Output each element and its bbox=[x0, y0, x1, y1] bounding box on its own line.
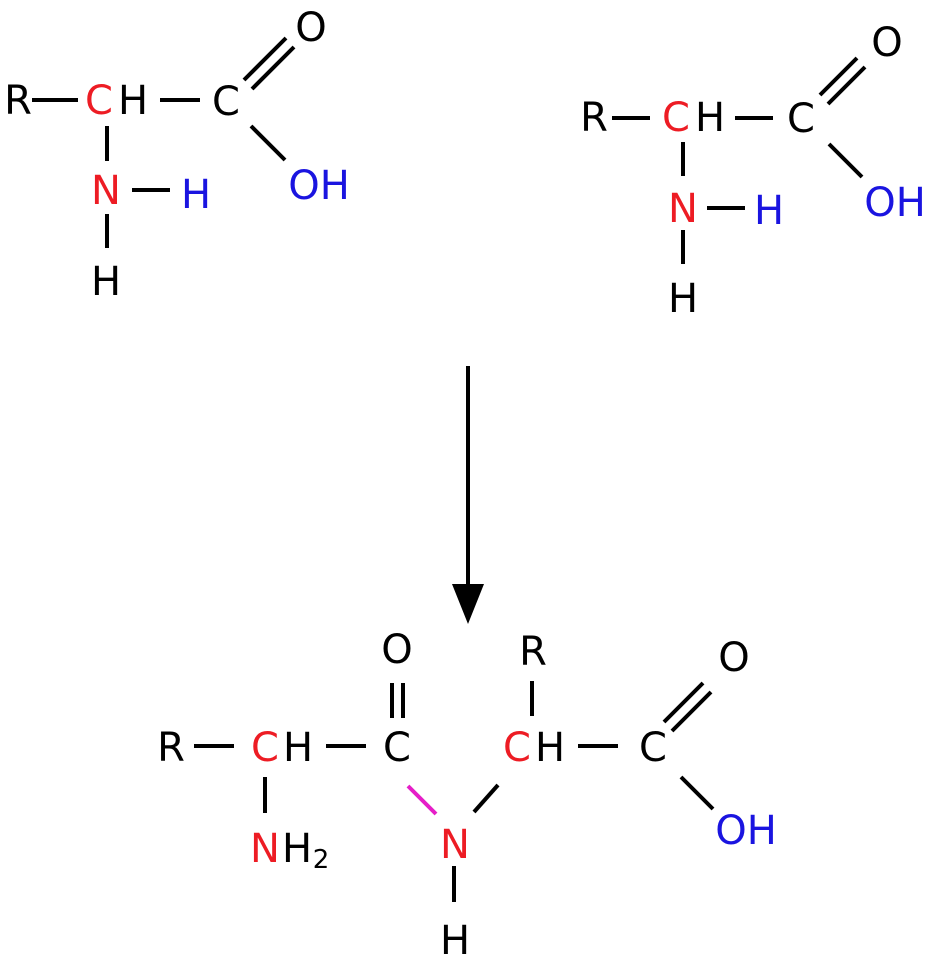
product-dipeptide: R C H N H 2 C O N H R C H C O OH bbox=[157, 627, 777, 964]
alpha-carbon-right-label: C bbox=[503, 725, 531, 771]
amino-nitrogen-label: N bbox=[250, 826, 280, 872]
alpha-carbon-label: C bbox=[85, 78, 113, 124]
amine-hydrogen-label: H bbox=[91, 259, 121, 305]
alpha-hydrogen-label: H bbox=[695, 95, 725, 141]
arrow-head bbox=[452, 584, 484, 624]
r-group-left-label: R bbox=[157, 725, 185, 771]
bond-co-double-2 bbox=[826, 65, 867, 106]
carbonyl-carbon-label: C bbox=[212, 79, 240, 125]
alpha-carbon-label: C bbox=[662, 95, 690, 141]
bond-ncpeptide-n bbox=[472, 783, 500, 814]
reactant-amino-acid-2: R C H C O OH N H H bbox=[580, 20, 926, 322]
r-group-label: R bbox=[580, 95, 608, 141]
hydroxyl-label: OH bbox=[715, 808, 777, 854]
alpha-hydrogen-right-label: H bbox=[535, 725, 565, 771]
r-group-label: R bbox=[4, 78, 32, 124]
carbonyl-oxygen-right-label: O bbox=[718, 635, 749, 681]
bond-co-double-right-2 bbox=[670, 690, 713, 733]
amine-nitrogen-label: N bbox=[668, 186, 698, 232]
hydroxyl-label: OH bbox=[288, 163, 350, 209]
carbonyl-carbon-left-label: C bbox=[383, 725, 411, 771]
alpha-hydrogen-label: H bbox=[118, 78, 148, 124]
bond-co-double-right-1 bbox=[662, 681, 705, 724]
amine-hydrogen-reactive-label: H bbox=[181, 172, 211, 218]
bond-c-oh bbox=[827, 142, 864, 179]
reaction-arrow bbox=[452, 366, 484, 624]
carbonyl-oxygen-label: O bbox=[295, 5, 326, 51]
r-group-right-label: R bbox=[519, 629, 547, 675]
bond-co-double-1 bbox=[818, 56, 859, 97]
carbonyl-oxygen-label: O bbox=[871, 20, 902, 66]
carbonyl-oxygen-left-label: O bbox=[381, 627, 412, 673]
peptide-hydrogen-label: H bbox=[440, 918, 470, 964]
amine-nitrogen-label: N bbox=[91, 168, 121, 214]
bond-co-double-1 bbox=[242, 36, 288, 82]
amine-hydrogen-label: H bbox=[668, 276, 698, 322]
hydroxyl-label: OH bbox=[864, 180, 926, 226]
bond-c-oh bbox=[249, 124, 287, 162]
bond-c-oh bbox=[679, 775, 715, 811]
carbonyl-carbon-label: C bbox=[787, 96, 815, 142]
reactant-amino-acid-1: R C H C O OH N H H bbox=[4, 5, 350, 305]
amino-hydrogen-label: H bbox=[282, 826, 312, 872]
alpha-hydrogen-left-label: H bbox=[283, 725, 313, 771]
alpha-carbon-left-label: C bbox=[251, 725, 279, 771]
carbonyl-carbon-right-label: C bbox=[639, 725, 667, 771]
peptide-bond bbox=[406, 784, 438, 816]
bond-co-double-2 bbox=[250, 45, 296, 91]
amine-hydrogen-reactive-label: H bbox=[754, 188, 784, 234]
amino-subscript-label: 2 bbox=[313, 845, 330, 875]
peptide-nitrogen-label: N bbox=[440, 822, 470, 868]
